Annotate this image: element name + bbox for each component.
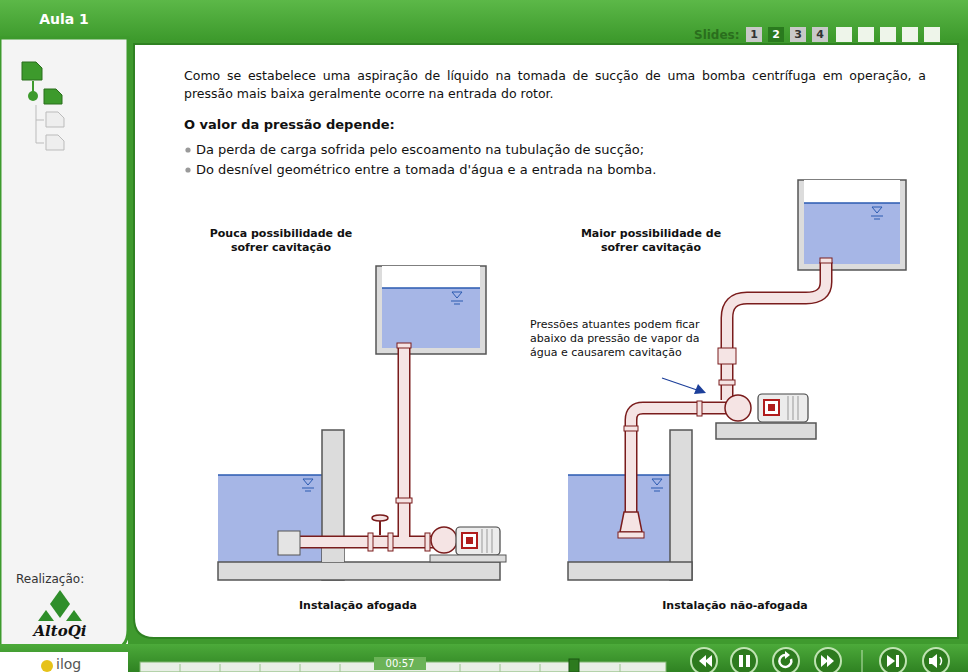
slide-button: 4 xyxy=(812,27,828,42)
bullet-item: Da perda de carga sofrida pelo escoament… xyxy=(196,141,916,159)
node-text: 3 xyxy=(794,28,802,41)
lesson-tree xyxy=(22,62,64,150)
altoqi-logo xyxy=(38,590,82,621)
flooded-installation xyxy=(218,266,506,580)
slide-button: 1 xyxy=(746,27,762,42)
figure-caption: Instalação não-afogada xyxy=(615,598,855,613)
figure-heading: Maior possibilidade de sofrer cavitação xyxy=(561,227,741,255)
bullet-dot xyxy=(185,167,190,172)
player-controls xyxy=(691,648,949,672)
credit-label: Realização: xyxy=(16,571,116,587)
figure-caption: Instalação afogada xyxy=(253,598,463,613)
section-heading: O valor da pressão depende: xyxy=(184,116,684,134)
slides-label: Slides: xyxy=(694,27,746,43)
logo-text: AltoQi xyxy=(22,621,98,641)
bullet-dot xyxy=(185,147,190,152)
node-text: 2 xyxy=(772,28,780,41)
node-text: 4 xyxy=(816,28,824,41)
bullet-item: Do desnível geométrico entre a tomada d'… xyxy=(196,161,916,179)
time-display: 00:57 xyxy=(374,657,426,670)
figure-heading: Pouca possibilidade de sofrer cavitação xyxy=(191,227,371,255)
node-text: 00:57 xyxy=(386,658,415,669)
callout-note: Pressões atuantes podem ficar abaixo da … xyxy=(530,318,716,360)
ilog-dot xyxy=(41,660,53,672)
logo-text: ilog xyxy=(56,656,116,672)
slide-button-active: 2 xyxy=(768,27,784,42)
slide-button: 3 xyxy=(790,27,806,42)
lesson-tab: Aula 1 xyxy=(0,0,128,38)
bullets xyxy=(185,147,190,172)
node-text: Aula 1 xyxy=(39,11,89,27)
node-text: 1 xyxy=(750,28,758,41)
intro-paragraph: Como se estabelece uma aspiração de líqu… xyxy=(184,67,926,103)
